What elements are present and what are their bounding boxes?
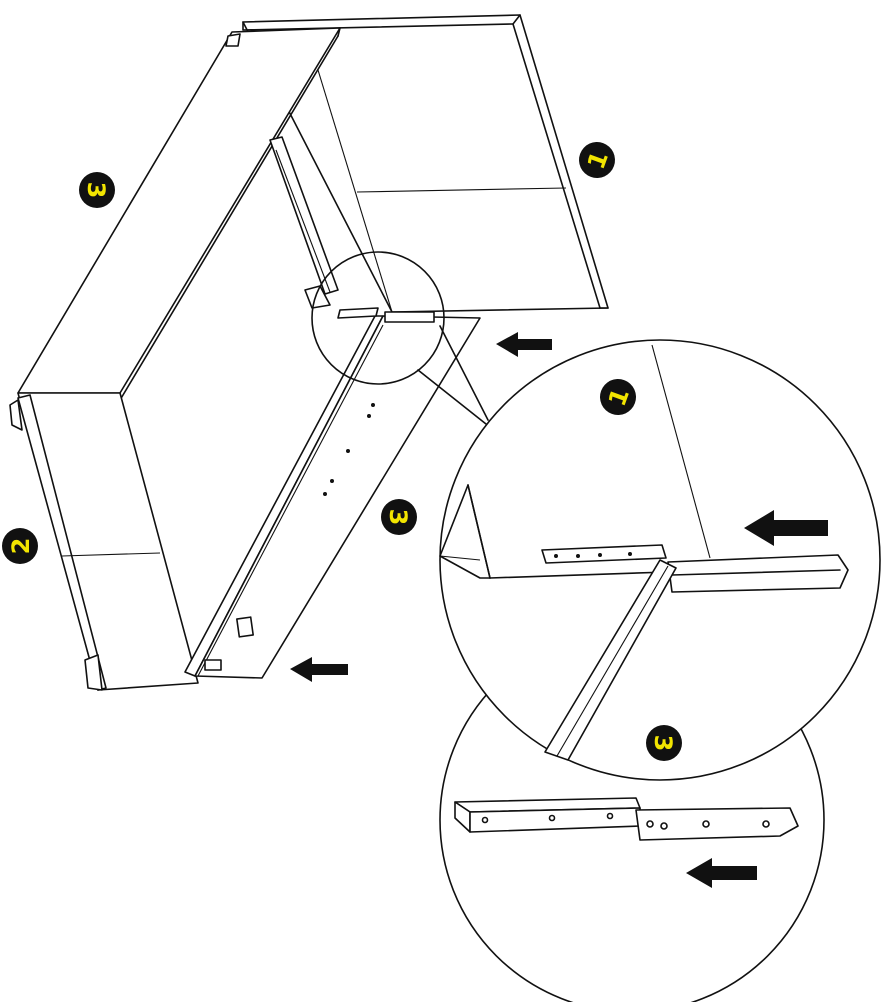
zoom-view-upper xyxy=(439,339,881,781)
panel-2 xyxy=(9,392,199,691)
furniture-frame xyxy=(9,14,609,691)
callout-badge-icon: 3 xyxy=(381,499,417,535)
svg-text:2: 2 xyxy=(7,538,35,555)
rail-3-bottom xyxy=(184,307,481,679)
detail-circle xyxy=(311,251,445,385)
svg-text:3: 3 xyxy=(82,182,110,199)
zoom-view-lower xyxy=(439,627,825,1002)
callout-badge-icon: 3 xyxy=(79,172,115,208)
callout-badge-icon: 3 xyxy=(646,725,682,761)
callout-badge-icon: 1 xyxy=(600,379,636,415)
rail-3-top xyxy=(17,27,341,401)
arrow-left-icon xyxy=(496,332,552,357)
svg-text:3: 3 xyxy=(649,735,677,752)
panel-1 xyxy=(242,14,609,313)
arrow-left-icon xyxy=(686,858,757,888)
callout-badge-icon: 1 xyxy=(579,142,615,178)
arrow-left-icon xyxy=(290,657,348,682)
inner-divider xyxy=(269,136,339,295)
svg-text:3: 3 xyxy=(384,509,412,526)
callout-badge-icon: 2 xyxy=(2,528,38,564)
arrow-left-icon xyxy=(744,510,828,546)
